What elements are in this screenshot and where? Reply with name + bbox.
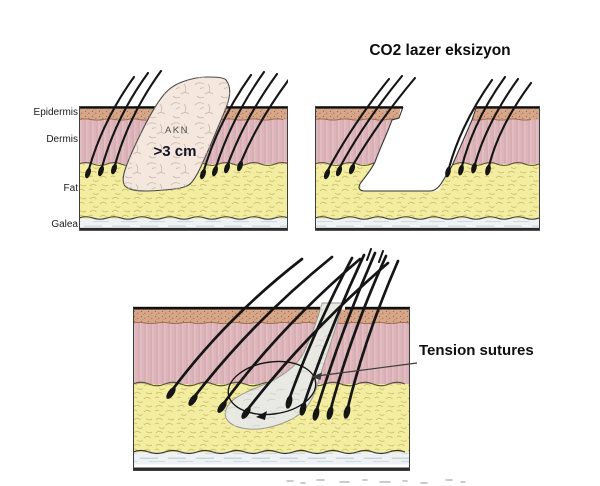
hair-follicle xyxy=(471,77,520,174)
arrowhead xyxy=(311,372,322,380)
hair-follicle xyxy=(188,255,334,406)
hair-follicle xyxy=(323,77,391,180)
hair-follicle xyxy=(223,72,279,174)
base-line xyxy=(315,227,540,231)
tension-sutures-label: Tension sutures xyxy=(419,342,534,359)
hair-follicle xyxy=(241,261,390,419)
hair-follicles xyxy=(166,248,400,421)
excision-cut-edge xyxy=(358,106,477,192)
hair-tip-fragment xyxy=(378,250,384,263)
hair-follicle xyxy=(326,254,388,420)
layer-label-galea: Galea xyxy=(51,219,78,230)
hair-follicle xyxy=(343,259,400,419)
hair-follicle xyxy=(335,74,404,177)
hair-tip-fragment xyxy=(366,248,372,261)
hair-follicle xyxy=(285,256,354,409)
suture-loop xyxy=(227,360,317,416)
panel-after-excision xyxy=(315,74,540,231)
hair-follicle xyxy=(458,75,507,176)
skin-surface-line xyxy=(315,106,403,109)
hair-follicle xyxy=(299,253,366,416)
hair-follicles xyxy=(84,69,288,180)
layer-label-fat: Fat xyxy=(63,183,78,194)
skin-surface-line xyxy=(133,306,320,310)
base-line xyxy=(133,467,410,471)
hair-follicle xyxy=(211,70,266,177)
hair-follicle xyxy=(485,81,533,176)
panel-title-co2-laser-excision: CO2 lazer eksizyon xyxy=(369,42,511,59)
hair-follicle xyxy=(110,69,163,175)
lesion-size-label: >3 cm xyxy=(153,143,197,160)
hair-follicle xyxy=(236,78,288,172)
panel-before-excision xyxy=(79,69,288,231)
lesion-label: AKN xyxy=(164,125,190,136)
base-line xyxy=(79,227,288,231)
layer-label-epidermis: Epidermis xyxy=(33,107,78,118)
hair-follicle xyxy=(199,73,253,180)
hair-follicle xyxy=(348,76,417,175)
hair-follicle xyxy=(97,71,150,177)
suture-needle-tick xyxy=(256,411,267,420)
hair-follicle xyxy=(217,257,362,413)
hair-follicle xyxy=(312,251,377,421)
hair-follicle xyxy=(445,78,494,178)
layer-label-dermis: Dermis xyxy=(46,134,78,145)
hair-follicles xyxy=(323,74,533,180)
cropped-caption-fragments xyxy=(286,479,466,484)
tension-suture-arrow xyxy=(311,362,418,380)
skin-surface-line xyxy=(476,106,540,109)
hair-follicle xyxy=(166,257,304,399)
hair-follicle xyxy=(84,75,136,179)
panel-closure xyxy=(133,248,410,471)
